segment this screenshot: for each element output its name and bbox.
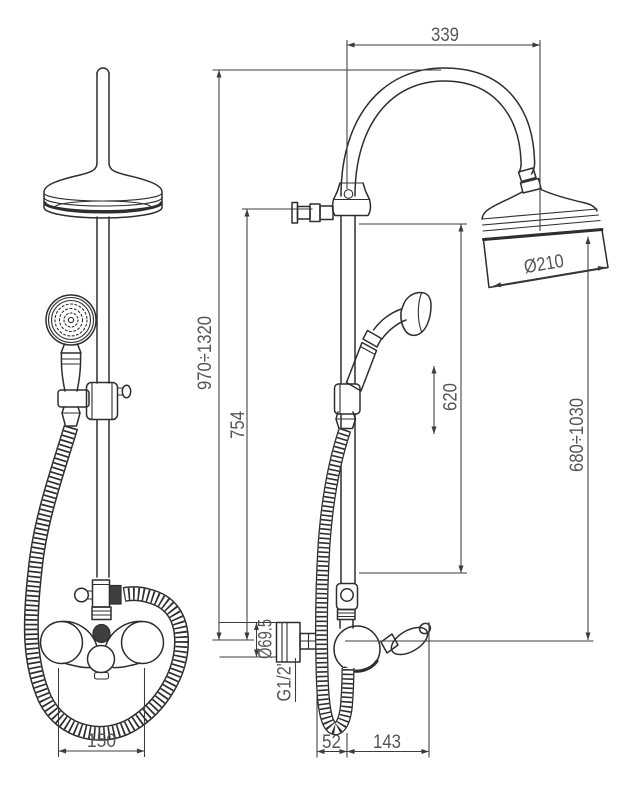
slider-fitting-side bbox=[335, 582, 359, 629]
dim-escutcheon-diameter: Ø69.5 bbox=[219, 619, 277, 659]
gooseneck-arc bbox=[340, 67, 542, 197]
dim-label-754: 754 bbox=[228, 411, 249, 439]
dim-label-o69-5: Ø69.5 bbox=[256, 619, 277, 659]
hand-shower-side bbox=[333, 291, 432, 430]
slider-bracket-front bbox=[57, 381, 132, 421]
dim-label-680-1030: 680÷1030 bbox=[567, 398, 588, 472]
dim-head-height-range: 680÷1030 bbox=[345, 236, 594, 642]
dim-label-339: 339 bbox=[431, 25, 459, 46]
dim-horizontal-reach: 339 bbox=[346, 25, 541, 231]
front-view: 150 bbox=[23, 67, 190, 757]
dim-label-143: 143 bbox=[373, 732, 401, 753]
riser-pipe-front bbox=[96, 67, 110, 578]
dim-column-height-range: 970÷1320 bbox=[195, 69, 441, 641]
diverter-ball bbox=[92, 623, 111, 644]
lever-grip bbox=[390, 626, 429, 656]
dim-label-52: 52 bbox=[322, 732, 341, 753]
dim-connection-thread: G1/2" bbox=[275, 658, 297, 702]
dim-hose-and-handle-depth: 52 143 bbox=[316, 622, 430, 758]
dim-label-o210: Ø210 bbox=[523, 251, 566, 278]
overhead-shower-front bbox=[43, 162, 163, 219]
dim-label-g12: G1/2" bbox=[275, 661, 296, 702]
dim-label-150: 150 bbox=[87, 731, 116, 752]
escutcheon-side bbox=[275, 621, 301, 663]
mixer-front bbox=[39, 620, 165, 680]
dimension-annotations: 339 970÷1320 754 620 680÷1030 Ø210 bbox=[195, 25, 606, 758]
wall-elbow-side bbox=[291, 201, 334, 224]
shower-hose-side bbox=[315, 427, 355, 736]
dim-label-970-1320: 970÷1320 bbox=[195, 316, 216, 390]
shower-hose-front bbox=[23, 424, 190, 741]
dim-head-diameter: Ø210 bbox=[493, 251, 606, 288]
tee-fitting-side bbox=[331, 182, 372, 217]
dim-label-620: 620 bbox=[441, 383, 462, 411]
dim-inlet-spacing: 150 bbox=[57, 668, 146, 757]
overhead-shower-side bbox=[481, 188, 609, 289]
dim-wall-inlet-height: 754 bbox=[228, 208, 313, 640]
riser-pipe-side bbox=[340, 214, 356, 584]
hand-shower-front bbox=[45, 294, 97, 427]
side-view bbox=[275, 67, 609, 736]
diverter-front bbox=[73, 579, 122, 644]
dim-slide-travel: 620 bbox=[359, 223, 467, 574]
mixer-side bbox=[275, 621, 432, 673]
hose-nut-front bbox=[108, 584, 122, 605]
